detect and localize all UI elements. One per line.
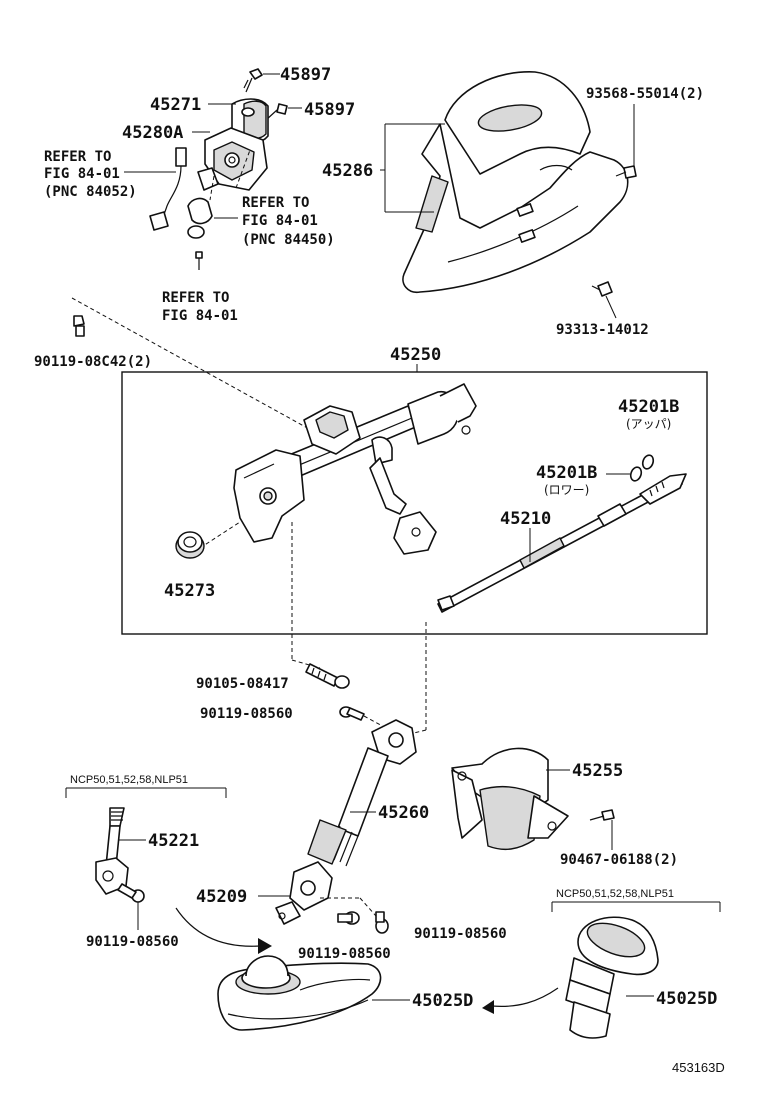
label-45025d-left: 45025D [412, 991, 473, 1011]
label-45210: 45210 [500, 509, 551, 529]
label-45273: 45273 [164, 581, 215, 601]
ref1-line3: (PNC 84052) [44, 184, 137, 200]
boot-45025d-left-drawing [217, 955, 410, 1031]
label-45280a: 45280A [122, 123, 183, 143]
snap-rings-45201b-drawing [606, 454, 655, 482]
ref3-line2: FIG 84-01 [162, 308, 238, 324]
screw-90119-08c42-drawing [73, 315, 85, 337]
label-45201b-upper: 45201B [618, 397, 679, 417]
ref2-line2: FIG 84-01 [242, 213, 318, 229]
label-45221: 45221 [148, 831, 199, 851]
label-90105-08417: 90105-08417 [196, 676, 289, 692]
cover-45255-drawing [451, 747, 615, 851]
label-jp-lower: (ロワー) [544, 483, 589, 497]
ref2-line3: (PNC 84450) [242, 232, 335, 248]
main-shaft-45210-drawing [437, 473, 687, 613]
bushing-45273-drawing [175, 521, 241, 559]
steering-column-tube-drawing [233, 383, 477, 555]
curved-arrow-left-head [258, 938, 272, 954]
label-90467: 90467-06188(2) [560, 852, 678, 868]
label-jp-upper: (アッパ) [626, 417, 671, 431]
ref1-line1: REFER TO [44, 149, 111, 165]
key-cylinder-assembly-drawing [124, 68, 302, 270]
note-ncp-right: NCP50,51,52,58,NLP51 [556, 888, 674, 900]
label-90119-08560-d: 90119-08560 [414, 926, 507, 942]
label-45250: 45250 [390, 345, 441, 365]
label-45255: 45255 [572, 761, 623, 781]
label-93568: 93568-55014(2) [586, 86, 704, 102]
boot-45025d-right-drawing [551, 901, 721, 1039]
bolt-90119-08560-a-drawing [339, 706, 387, 729]
label-45201b-lower: 45201B [536, 463, 597, 483]
column-cover-drawing [380, 71, 637, 319]
universal-joint-45209-drawing [258, 861, 377, 925]
ref3-line1: REFER TO [162, 290, 229, 306]
label-45897-mid: 45897 [304, 100, 355, 120]
label-90119-08560-a: 90119-08560 [200, 706, 293, 722]
column-assembly-frame [121, 371, 708, 635]
curved-arrow-left [175, 907, 261, 947]
bolt-90119-08560-c-drawing [337, 911, 360, 925]
curved-arrow-right [491, 987, 559, 1007]
diagram-code: 453163D [672, 1060, 725, 1075]
label-45260: 45260 [378, 803, 429, 823]
label-45209: 45209 [196, 887, 247, 907]
ref1-line2: FIG 84-01 [44, 166, 120, 182]
label-93313: 93313-14012 [556, 322, 649, 338]
bolt-90119-08560-d-drawing [375, 911, 389, 934]
bolt-90105-08417-drawing [305, 663, 350, 689]
shaft-45221-drawing [65, 787, 227, 930]
label-90119-08c42: 90119-08C42(2) [34, 354, 152, 370]
label-90119-08560-c: 90119-08560 [298, 946, 391, 962]
label-45025d-right: 45025D [656, 989, 717, 1009]
label-45271: 45271 [150, 95, 201, 115]
ref2-line1: REFER TO [242, 195, 309, 211]
label-45897-top: 45897 [280, 65, 331, 85]
note-ncp-left: NCP50,51,52,58,NLP51 [70, 774, 188, 786]
label-45286: 45286 [322, 161, 373, 181]
curved-arrow-right-head [482, 1000, 494, 1014]
intermediate-shaft-45260-drawing [307, 719, 417, 867]
label-90119-08560-b: 90119-08560 [86, 934, 179, 950]
